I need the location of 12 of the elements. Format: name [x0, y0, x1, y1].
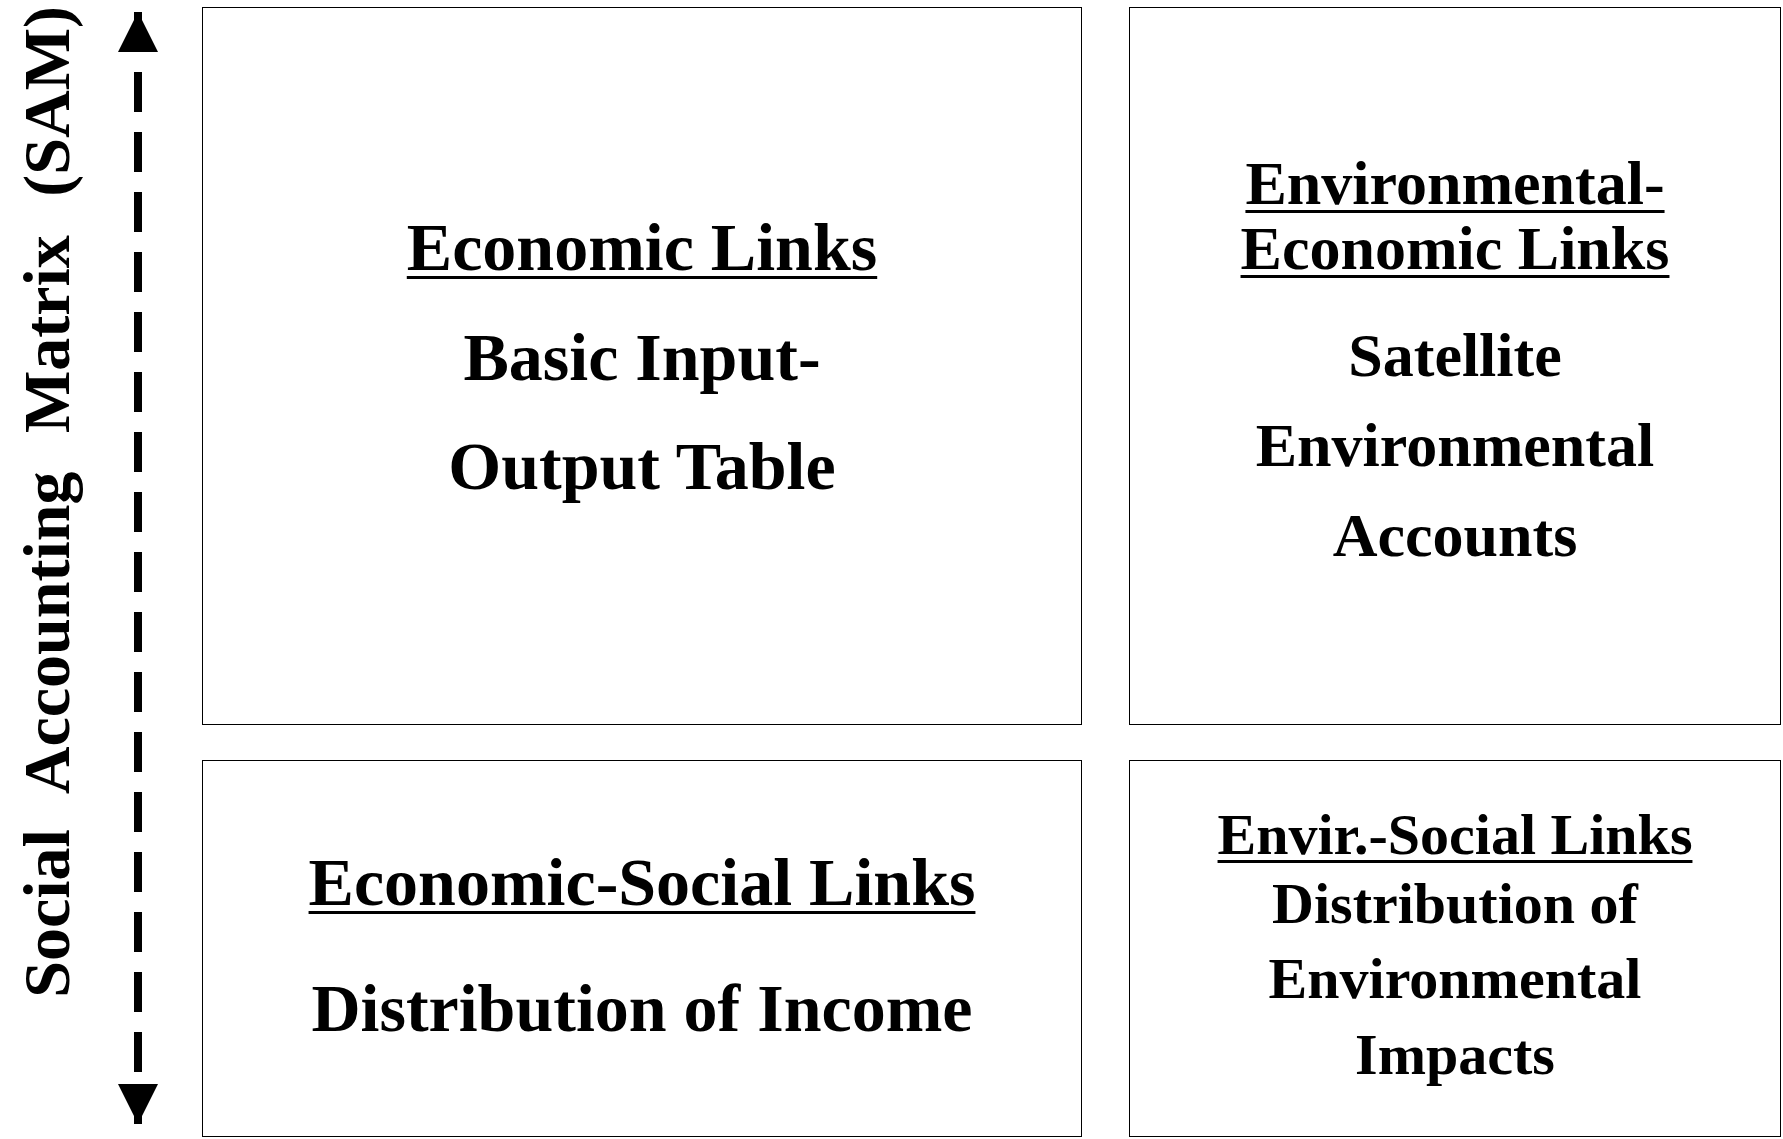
box-text: Basic Input-Output Table [447, 317, 837, 506]
box-heading: Economic Links [406, 211, 878, 283]
text-box [202, 7, 1082, 725]
box-heading: Environmental- Economic Links [1239, 151, 1671, 282]
box-text: Distribution of Income [311, 969, 973, 1049]
box-text: Satellite Environmental Accounts [1254, 320, 1656, 572]
text-box [1129, 760, 1781, 1137]
box-heading: Envir.-Social Links [1217, 804, 1693, 866]
text-box [1129, 7, 1781, 725]
text-box [202, 760, 1082, 1137]
box-heading: Economic-Social Links [308, 847, 976, 919]
box-text: Distribution of Environmental Impacts [1267, 869, 1643, 1089]
